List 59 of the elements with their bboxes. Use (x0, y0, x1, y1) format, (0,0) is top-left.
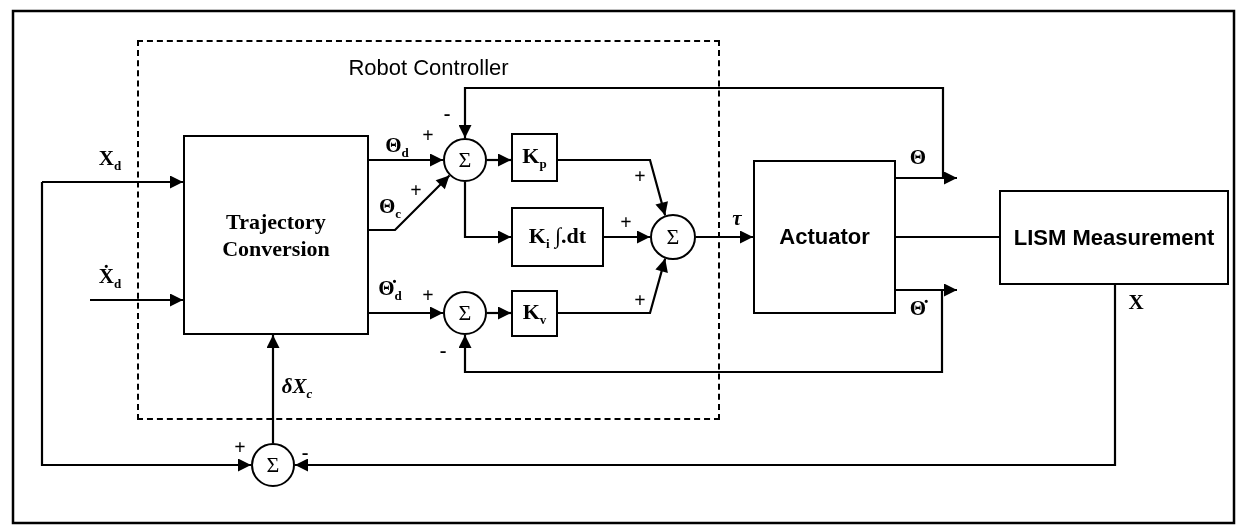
summing-junction (251, 443, 295, 487)
connector-arrow (487, 306, 511, 320)
process-box (753, 160, 896, 314)
sign-label: + (422, 285, 434, 305)
process-box (511, 133, 558, 182)
sign-label: - (439, 340, 447, 360)
block-label: K$_{i}$ ∫.dt (528, 221, 587, 253)
sign-label: - (301, 442, 309, 462)
signal-label: δX$_{c}$ (281, 375, 313, 401)
process-box (511, 207, 604, 267)
block-label: K$_{v}$ (522, 298, 547, 329)
sign-label: + (234, 437, 246, 457)
connector-arrow (42, 175, 183, 189)
sigma-symbol: Σ (458, 302, 472, 324)
connector-arrow (458, 288, 944, 374)
process-box (183, 135, 369, 335)
connector-arrow (266, 335, 280, 443)
signal-label: Θ̇ (909, 297, 927, 319)
connector-arrow (90, 293, 183, 307)
sign-label: + (634, 166, 646, 186)
connector-arrow (604, 230, 650, 244)
connector-arrow (558, 258, 668, 315)
connector-arrow (458, 86, 945, 180)
block-label: Trajectory Conversion (221, 207, 331, 263)
connector-arrow (369, 174, 451, 232)
sign-label: + (410, 180, 422, 200)
signal-label: Ẋ$_{d}$ (98, 265, 122, 291)
connector-arrow (369, 306, 443, 320)
block-label: LISM Measurement (1013, 223, 1215, 252)
process-box (999, 190, 1229, 285)
connector-arrow (463, 182, 511, 244)
summing-junction (443, 138, 487, 182)
connector-arrow (696, 230, 753, 244)
connector-arrow (295, 285, 1117, 472)
sigma-symbol: Σ (266, 454, 280, 476)
controller-group (137, 40, 720, 420)
signal-label: X$_{d}$ (98, 147, 122, 173)
sign-label: + (620, 212, 632, 232)
connector-arrow (487, 153, 511, 167)
summing-junction (650, 214, 696, 260)
connector-arrow (369, 153, 443, 167)
signal-label: Θ̇$_{d}$ (378, 277, 402, 303)
summing-junction (443, 291, 487, 335)
group-title: Robot Controller (348, 54, 509, 82)
signal-label: Θ$_{c}$ (378, 195, 402, 221)
block-label: Actuator (779, 223, 870, 251)
connector-arrow (40, 182, 251, 472)
sign-label: + (422, 125, 434, 145)
signal-label: τ (732, 207, 742, 229)
signal-label: Θ (909, 146, 927, 168)
sign-label: + (634, 290, 646, 310)
signal-label: Θ$_{d}$ (385, 134, 409, 160)
block-label: K$_{p}$ (522, 142, 547, 173)
sigma-symbol: Σ (666, 226, 680, 248)
process-box (511, 290, 558, 337)
sigma-symbol: Σ (458, 149, 472, 171)
signal-label: X (1128, 291, 1144, 313)
sign-label: - (443, 103, 451, 123)
connector-arrow (558, 158, 668, 216)
